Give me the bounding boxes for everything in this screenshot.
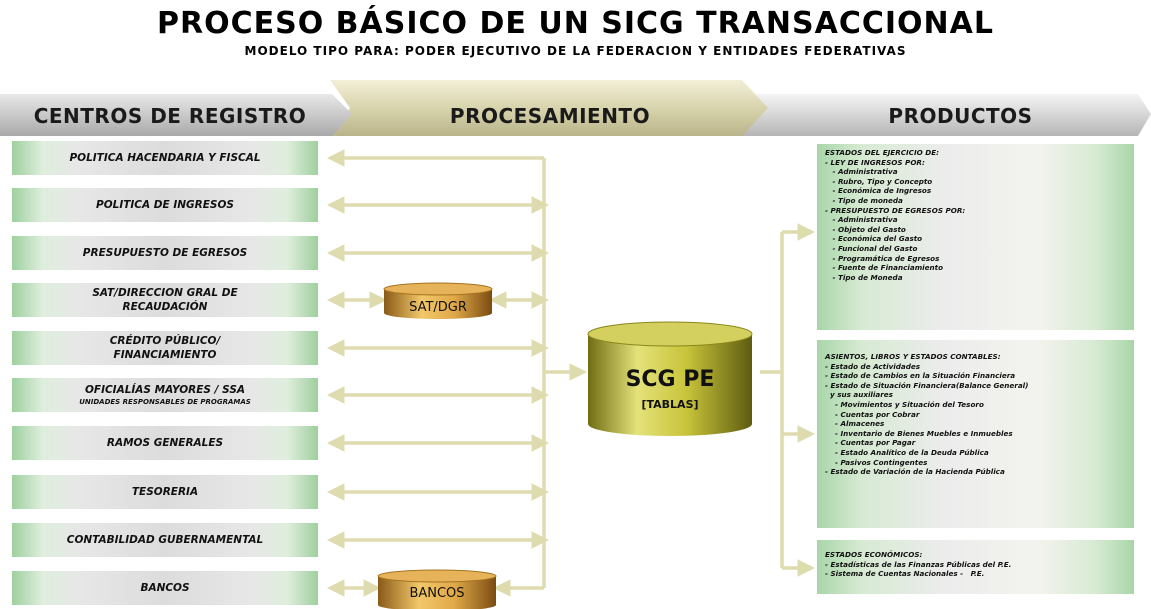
- centro-label: BANCOS: [140, 582, 190, 594]
- product-line-item: - Económica del Gasto: [825, 234, 923, 244]
- product-line-item: - Estadísticas de las Finanzas Públicas …: [825, 559, 1012, 569]
- product-line-item: - Estado de Variación de la Hacienda Púb…: [825, 467, 1005, 477]
- product-line-item: ASIENTOS, LIBROS Y ESTADOS CONTABLES:: [825, 352, 1001, 361]
- product-line-item: - Movimientos y Situación del Tesoro: [825, 399, 984, 409]
- product-line-item: - Estado de Cambios en la Situación Fina…: [825, 371, 1016, 381]
- product-line-item: - Objeto del Gasto: [825, 224, 906, 234]
- header-arrow-centros: [0, 94, 352, 136]
- centro-oficialias-mayores: OFICIALÍAS MAYORES / SSA UNIDADES RESPON…: [12, 378, 318, 412]
- sat-dgr-label: SAT/DGR: [409, 300, 467, 315]
- centro-label: TESORERIA: [131, 486, 199, 498]
- product-line-item: - Rubro, Tipo y Concepto: [825, 176, 933, 186]
- product-line-item: - Funcional del Gasto: [825, 243, 918, 253]
- estados-ejercicio-list: ESTADOS DEL EJERCICIO DE:- LEY DE INGRES…: [825, 148, 1126, 282]
- centro-label: OFICIALÍAS MAYORES / SSA: [84, 384, 246, 396]
- centro-sublabel: UNIDADES RESPONSABLES DE PROGRAMAS: [79, 398, 251, 406]
- scg-pe-cylinder: SCG PE [TABLAS]: [587, 321, 753, 436]
- product-line-item: - Fuente de Financiamiento: [825, 263, 944, 273]
- producto-asientos-libros: ASIENTOS, LIBROS Y ESTADOS CONTABLES:- E…: [817, 340, 1134, 528]
- centro-presupuesto-egresos: PRESUPUESTO DE EGRESOS: [12, 236, 318, 270]
- product-line-item: - Tipo de Moneda: [825, 272, 903, 282]
- product-line-item: - Estado de Situación Financiera(Balance…: [825, 380, 1029, 390]
- producto-estados-economicos: ESTADOS ECONÓMICOS:- Estadísticas de las…: [817, 540, 1134, 594]
- estados-economicos-list: ESTADOS ECONÓMICOS:- Estadísticas de las…: [825, 550, 1126, 579]
- centro-label: PRESUPUESTO DE EGRESOS: [82, 247, 248, 259]
- centro-bancos: BANCOS: [12, 571, 318, 605]
- product-line-item: - Administrativa: [825, 215, 898, 225]
- scg-pe-title: SCG PE: [626, 367, 715, 392]
- producto-estados-ejercicio: ESTADOS DEL EJERCICIO DE:- LEY DE INGRES…: [817, 144, 1134, 330]
- centro-politica-hacendaria: POLITICA HACENDARIA Y FISCAL: [12, 141, 318, 175]
- bancos-cylinder-label: BANCOS: [409, 586, 464, 601]
- product-line-item: - Estado Analítico de la Deuda Pública: [825, 447, 989, 457]
- centro-sat-direccion: SAT/DIRECCION GRAL DE RECAUDACIÓN: [12, 283, 318, 317]
- centro-ramos-generales: RAMOS GENERALES: [12, 426, 318, 460]
- product-line-item: - Almacenes: [825, 419, 885, 429]
- product-line-item: - Cuentas por Cobrar: [825, 409, 920, 419]
- header-band: CENTROS DE REGISTRO PROCESAMIENTO PRODUC…: [0, 80, 1151, 140]
- product-line-item: - Pasivos Contingentes: [825, 457, 928, 467]
- centro-label: POLITICA DE INGRESOS: [96, 199, 234, 211]
- product-line-item: - Inventario de Bienes Muebles e Inmuebl…: [825, 428, 1013, 438]
- centro-label: CRÉDITO PÚBLICO/ FINANCIAMIENTO: [109, 335, 221, 361]
- centro-label: POLITICA HACENDARIA Y FISCAL: [69, 152, 261, 164]
- page-subtitle: MODELO TIPO PARA: PODER EJECUTIVO DE LA …: [244, 44, 907, 58]
- centro-contabilidad: CONTABILIDAD GUBERNAMENTAL: [12, 523, 318, 557]
- header-arrows: [0, 80, 1151, 136]
- header-arrow-productos: [740, 94, 1151, 136]
- centro-politica-ingresos: POLITICA DE INGRESOS: [12, 188, 318, 222]
- product-line-item: - Cuentas por Pagar: [825, 438, 916, 448]
- header-arrow-procesamiento: [330, 80, 768, 136]
- header-procesamiento-label: PROCESAMIENTO: [449, 104, 651, 128]
- bancos-cylinder: BANCOS: [377, 569, 497, 609]
- centro-label: CONTABILIDAD GUBERNAMENTAL: [66, 534, 264, 546]
- product-line-item: - LEY DE INGRESOS POR:: [825, 157, 925, 167]
- scg-pe-sub: [TABLAS]: [641, 398, 698, 411]
- product-line-item: - Estado de Actividades: [825, 361, 921, 371]
- centro-label: SAT/DIRECCION GRAL DE RECAUDACIÓN: [92, 287, 238, 313]
- product-line-item: - Sistema de Cuentas Nacionales - P.E.: [825, 569, 985, 579]
- product-line-item: y sus auxiliares: [825, 390, 893, 400]
- product-line-item: ESTADOS DEL EJERCICIO DE:: [825, 148, 939, 157]
- product-line-item: - Programática de Egresos: [825, 253, 940, 263]
- header-productos-label: PRODUCTOS: [888, 104, 1033, 128]
- product-line-item: - Económica de Ingresos: [825, 186, 932, 196]
- page-title: PROCESO BÁSICO DE UN SICG TRANSACCIONAL: [157, 6, 994, 41]
- centro-credito-publico: CRÉDITO PÚBLICO/ FINANCIAMIENTO: [12, 331, 318, 365]
- product-line-item: - PRESUPUESTO DE EGRESOS POR:: [825, 205, 966, 215]
- product-line-item: ESTADOS ECONÓMICOS:: [825, 550, 923, 559]
- asientos-libros-list: ASIENTOS, LIBROS Y ESTADOS CONTABLES:- E…: [825, 352, 1126, 477]
- product-line-item: - Administrativa: [825, 167, 898, 177]
- sat-dgr-cylinder: SAT/DGR: [383, 282, 493, 319]
- product-line-item: - Tipo de moneda: [825, 195, 903, 205]
- centro-tesoreria: TESORERIA: [12, 475, 318, 509]
- header-centros-label: CENTROS DE REGISTRO: [33, 104, 307, 128]
- centro-label: RAMOS GENERALES: [106, 437, 224, 449]
